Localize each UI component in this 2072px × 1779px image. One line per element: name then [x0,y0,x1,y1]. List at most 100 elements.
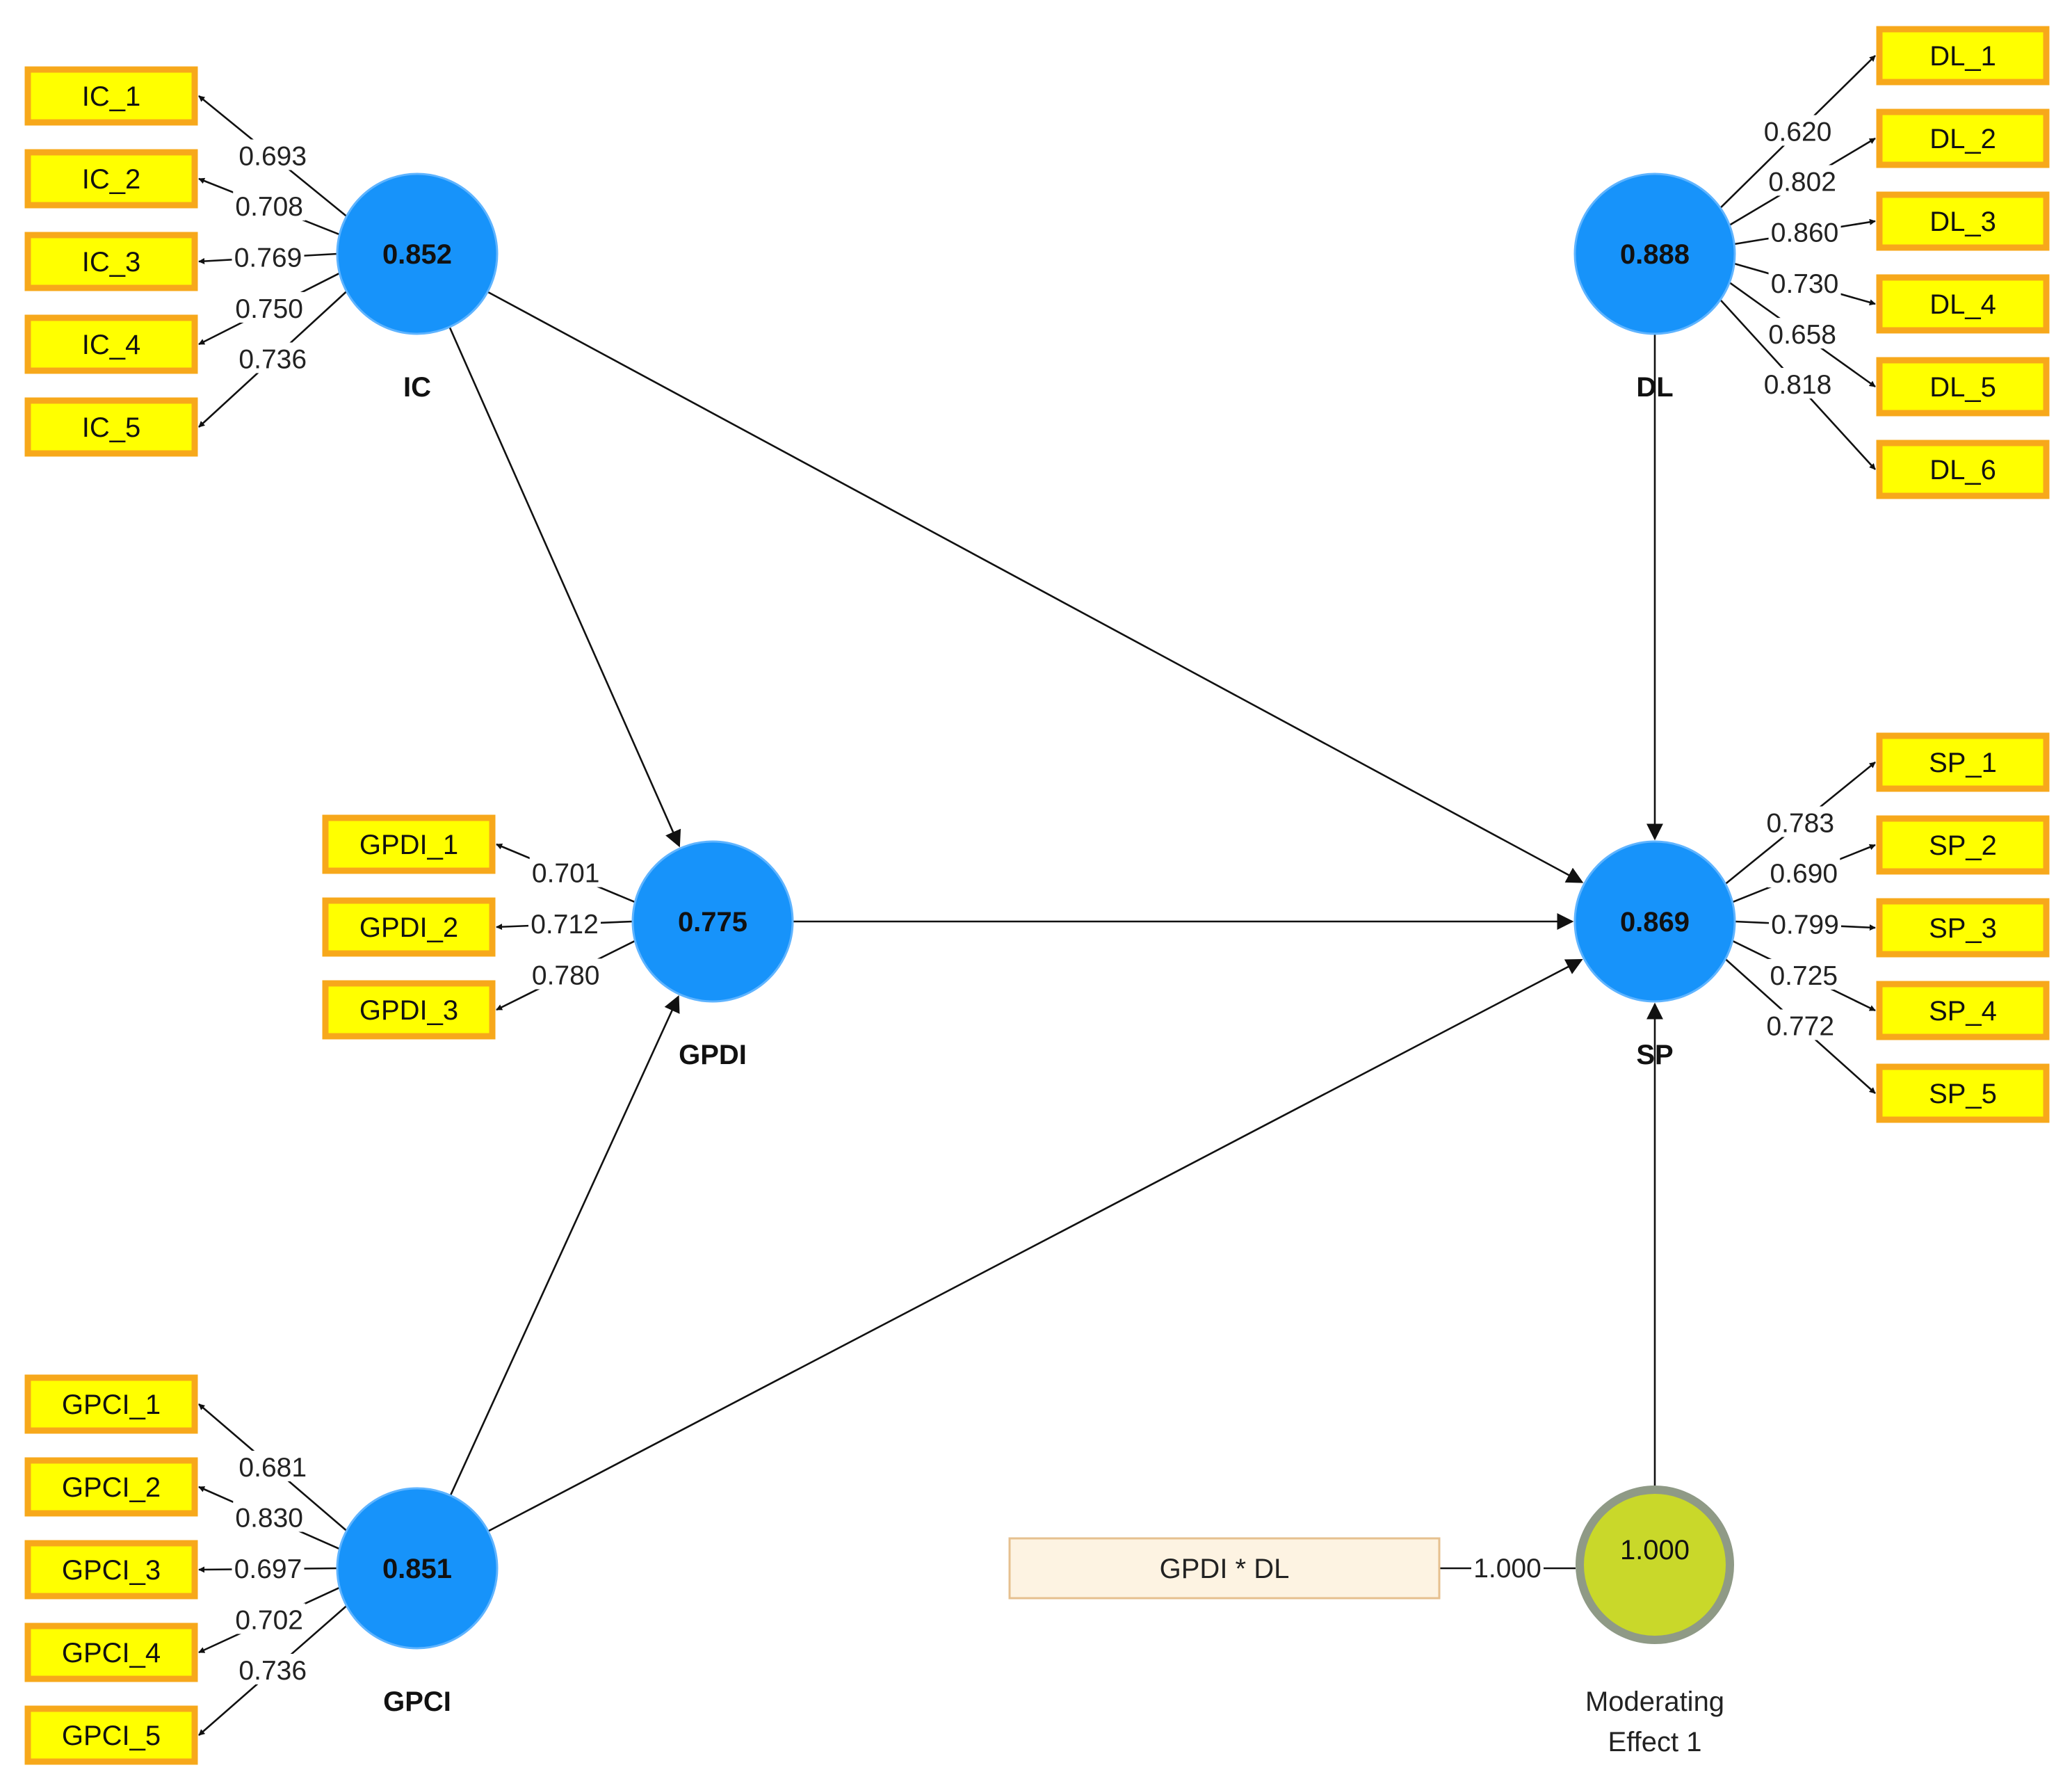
indicator-label: GPCI_3 [62,1555,161,1586]
indicator-label: DL_5 [1929,372,1996,403]
indicator-gpci-5[interactable] [24,1705,198,1765]
indicator-label: DL_3 [1929,207,1996,237]
loading-value-sp-5: 0.772 [1766,1011,1834,1041]
loading-label-background [233,291,306,323]
loading-label-background [236,1653,309,1684]
loading-label-background [233,1501,306,1532]
loading-value-dl-5: 0.658 [1768,320,1836,350]
indicator-label: GPDI_3 [359,995,458,1026]
indicator-dl-6[interactable] [1876,440,2050,499]
indicator-sp-5[interactable] [1876,1063,2050,1123]
loading-label-background [1768,267,1841,298]
indicator-label: SP_3 [1929,913,1997,944]
structural-paths-layer [448,291,1663,1532]
indicator-ic-3[interactable] [24,232,198,291]
loading-value-dl-6: 0.818 [1764,370,1832,400]
latent-gpci-node[interactable] [336,1487,499,1650]
latent-dl-node[interactable] [1573,172,1736,335]
indicator-label: SP_2 [1929,830,1997,861]
indicator-gpdi-3[interactable] [322,980,496,1040]
loading-value-sp-2: 0.690 [1770,859,1838,889]
indicator-gpci-1[interactable] [24,1374,198,1434]
latent-ic-node[interactable] [336,172,499,335]
loading-label-background [232,1552,305,1583]
loading-value-dl-3: 0.860 [1771,218,1839,248]
latent-gpdi-r-squared: 0.775 [678,907,747,937]
indicator-gpdi-2[interactable] [322,897,496,957]
loading-value-gpci-1: 0.681 [238,1453,307,1483]
indicator-ic-4[interactable] [24,314,198,374]
loading-label-background [236,1451,309,1482]
indicator-gpci-3[interactable] [24,1540,198,1600]
loading-value-gpdi-3: 0.780 [532,960,600,990]
loading-value-ic-3: 0.769 [234,243,302,273]
latent-sp-node[interactable] [1573,840,1736,1003]
moderating-effect-value: 1.000 [1620,1535,1690,1565]
measurement-loadings-layer: 0.6930.7080.7690.7500.7360.7010.7120.780… [198,55,1876,1736]
indicator-dl-2[interactable] [1876,108,2050,168]
loading-value-ic-5: 0.736 [238,344,307,374]
loading-label-background [233,190,306,221]
indicator-gpci-4[interactable] [24,1623,198,1682]
indicator-label: GPCI_4 [62,1638,161,1668]
loading-value-sp-1: 0.783 [1766,809,1834,839]
loading-value-ic-2: 0.708 [235,192,303,222]
indicator-sp-3[interactable] [1876,898,2050,958]
latent-ic-label: IC [403,372,431,403]
indicator-dl-5[interactable] [1876,357,2050,417]
loading-value-gpci-2: 0.830 [235,1504,303,1534]
indicator-dl-3[interactable] [1876,191,2050,251]
indicator-dl-1[interactable] [1876,26,2050,86]
indicator-label: DL_1 [1929,41,1996,72]
indicator-sp-1[interactable] [1876,732,2050,792]
indicator-ic-1[interactable] [24,66,198,126]
loading-value-dl-2: 0.802 [1768,167,1836,197]
indicator-label: SP_4 [1929,996,1997,1027]
loading-label-background [529,856,602,887]
gpci-to-gpdi-path[interactable] [449,995,680,1496]
indicator-label: GPCI_2 [62,1472,161,1503]
interaction-loading-value: 1.000 [1473,1554,1541,1584]
indicator-ic-5[interactable] [24,397,198,457]
ic-to-sp-path[interactable] [487,291,1584,883]
indicator-label: GPDI_1 [359,830,458,860]
loading-label-background [1764,1009,1837,1040]
loading-value-ic-4: 0.750 [235,294,303,324]
latent-dl-label: DL [1636,372,1673,403]
latent-dl-r-squared: 0.888 [1620,239,1690,270]
indicator-label: IC_3 [82,247,141,277]
indicator-dl-4[interactable] [1876,274,2050,334]
loading-label-background [1767,958,1840,990]
moderating-effect-label-line1: Moderating [1585,1687,1724,1717]
latent-ic-r-squared: 0.852 [382,239,452,270]
loading-label-background [1766,165,1839,196]
indicator-label: IC_2 [82,164,141,195]
loading-value-gpci-4: 0.702 [235,1605,303,1635]
loading-label-background [1471,1552,1544,1582]
indicator-label: GPDI_2 [359,912,458,943]
loading-label-background [1764,806,1837,837]
loading-label-background [233,1603,306,1634]
indicator-sp-4[interactable] [1876,981,2050,1040]
indicator-label: SP_5 [1929,1079,1997,1109]
indicator-ic-2[interactable] [24,149,198,209]
loading-label-background [1768,216,1841,247]
moderating-effect-label-line2: Effect 1 [1608,1727,1702,1757]
moderating-effect-node[interactable] [1576,1486,1734,1644]
indicator-label: DL_4 [1929,289,1996,320]
loading-value-sp-4: 0.725 [1770,961,1838,991]
loading-label-background [232,241,305,272]
indicator-gpci-2[interactable] [24,1457,198,1517]
interaction-term-indicator[interactable] [1008,1537,1441,1600]
interaction-term-label: GPDI * DL [1160,1554,1290,1584]
indicator-label: IC_1 [82,81,141,112]
gpci-to-sp-path[interactable] [487,958,1583,1532]
indicator-sp-2[interactable] [1876,815,2050,875]
latent-gpdi-node[interactable] [631,840,794,1003]
latent-gpci-r-squared: 0.851 [382,1554,452,1584]
ic-to-gpdi-path[interactable] [448,326,681,848]
indicator-label: IC_5 [82,412,141,443]
indicator-gpdi-1[interactable] [322,814,496,874]
indicator-label: DL_2 [1929,124,1996,154]
